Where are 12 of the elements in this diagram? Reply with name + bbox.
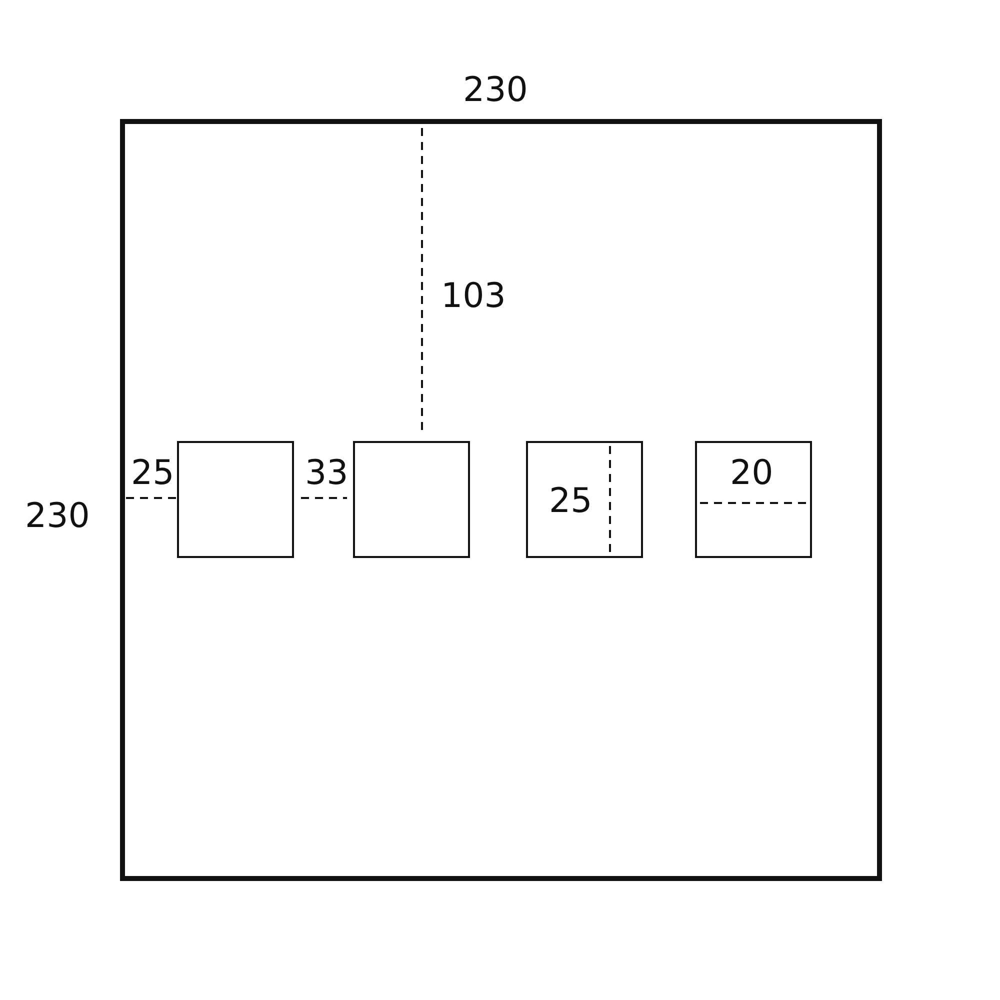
dimension-label: 103 xyxy=(441,279,506,313)
square-outline xyxy=(353,441,470,558)
dimension-label: 20 xyxy=(730,456,774,490)
dimension-label: 33 xyxy=(305,456,348,490)
dimension-label: 25 xyxy=(549,484,592,518)
square-outline xyxy=(177,441,294,558)
square-outline xyxy=(526,441,643,558)
square-outline xyxy=(695,441,812,558)
dimension-label: 25 xyxy=(131,456,174,490)
dimension-label: 230 xyxy=(25,499,90,533)
square-outline xyxy=(120,119,882,881)
dimension-label: 230 xyxy=(463,73,528,107)
